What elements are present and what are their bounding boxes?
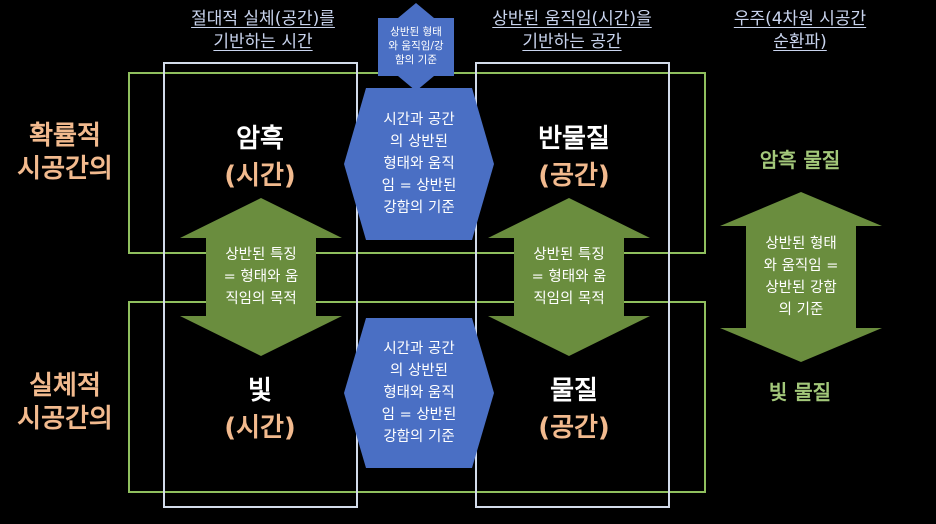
row-label-probabilistic-line1: 확률적	[29, 121, 101, 151]
green-arrow-left-text: 상반된 특징 = 형태와 움 직임의 목적	[206, 238, 316, 316]
green-double-arrow-left	[180, 198, 342, 356]
cell-dark-sub: (시간)	[224, 161, 296, 191]
green-left-line1: 상반된 특징	[225, 247, 297, 263]
header-universe-line1: 우주(4차원 시공간	[733, 9, 867, 29]
hex-upper-line3: 형태와 움직	[383, 156, 455, 172]
green-arrow-right-text: 상반된 형태 와 움직임 = 상반된 강함 의 기준	[744, 226, 858, 328]
top-arrow-line2: 와 움직임/강	[388, 40, 444, 52]
label-light-matter: 빛 물질	[768, 380, 832, 404]
row-label-substantial-line2: 시공간의	[17, 404, 113, 434]
cell-matter: 물질 (공간)	[504, 370, 644, 444]
hex-lower-line4: 임 = 상반된	[381, 407, 457, 423]
blue-hexagon-upper-text: 시간과 공간 의 상반된 형태와 움직 임 = 상반된 강함의 기준	[360, 92, 478, 236]
header-relative: 상반된 움직임(시간)을 기반하는 공간	[462, 8, 682, 54]
white-frame-left	[163, 62, 358, 508]
cell-antimatter-sub: (공간)	[538, 161, 610, 191]
hex-upper-line1: 시간과 공간	[383, 112, 455, 128]
header-relative-line2: 기반하는 공간	[522, 32, 622, 52]
green-arrow-middle-text: 상반된 특징 = 형태와 움 직임의 목적	[514, 238, 624, 316]
top-arrow-line1: 상반된 형태	[390, 26, 442, 38]
blue-hexagon-lower	[344, 318, 494, 468]
header-absolute-line1: 절대적 실체(공간)를	[191, 9, 335, 29]
row-label-probabilistic-line2: 시공간의	[17, 154, 113, 184]
header-universe-line2: 순환파)	[773, 32, 827, 52]
hex-lower-line1: 시간과 공간	[383, 341, 455, 357]
cell-dark-title: 암흑	[236, 124, 284, 154]
hex-upper-line5: 강함의 기준	[383, 200, 455, 216]
row-label-probabilistic: 확률적 시공간의	[6, 120, 124, 186]
green-middle-line1: 상반된 특징	[533, 247, 605, 263]
cell-light-sub: (시간)	[224, 413, 296, 443]
top-arrow-text: 상반된 형태 와 움직임/강 함의 기준	[378, 18, 454, 74]
green-middle-line2: = 형태와 움	[531, 269, 607, 285]
cell-matter-sub: (공간)	[538, 413, 610, 443]
white-frame-right	[475, 62, 670, 508]
cell-light: 빛 (시간)	[190, 370, 330, 444]
hex-lower-line3: 형태와 움직	[383, 385, 455, 401]
header-absolute-line2: 기반하는 시간	[213, 32, 313, 52]
row-label-substantial-line1: 실체적	[29, 371, 101, 401]
hex-lower-line2: 의 상반된	[390, 363, 448, 379]
green-left-line3: 직임의 목적	[225, 291, 297, 307]
blue-hexagon-lower-text: 시간과 공간 의 상반된 형태와 움직 임 = 상반된 강함의 기준	[360, 322, 478, 464]
top-arrow-line3: 함의 기준	[395, 54, 437, 66]
green-double-arrow-middle	[488, 198, 650, 356]
top-double-arrow	[378, 3, 454, 91]
green-frame-bottom	[128, 301, 706, 493]
header-universe: 우주(4차원 시공간 순환파)	[710, 8, 890, 54]
hex-upper-line2: 의 상반된	[390, 134, 448, 150]
cell-matter-title: 물질	[550, 376, 598, 406]
green-right-line4: 의 기준	[778, 302, 824, 318]
green-double-arrow-right	[720, 192, 882, 362]
cell-antimatter-title: 반물질	[538, 124, 610, 154]
green-right-line2: 와 움직임 =	[763, 258, 839, 274]
green-middle-line3: 직임의 목적	[533, 291, 605, 307]
green-right-line3: 상반된 강함	[765, 280, 837, 296]
green-left-line2: = 형태와 움	[223, 269, 299, 285]
header-relative-line1: 상반된 움직임(시간)을	[492, 9, 652, 29]
blue-hexagon-upper	[344, 88, 494, 240]
header-absolute: 절대적 실체(공간)를 기반하는 시간	[168, 8, 358, 54]
hex-upper-line4: 임 = 상반된	[381, 178, 457, 194]
cell-antimatter: 반물질 (공간)	[504, 118, 644, 192]
cell-light-title: 빛	[248, 376, 272, 406]
green-right-line1: 상반된 형태	[765, 236, 837, 252]
label-dark-matter: 암흑 물질	[759, 148, 841, 172]
cell-dark: 암흑 (시간)	[190, 118, 330, 192]
row-label-substantial: 실체적 시공간의	[6, 370, 124, 436]
hex-lower-line5: 강함의 기준	[383, 429, 455, 445]
